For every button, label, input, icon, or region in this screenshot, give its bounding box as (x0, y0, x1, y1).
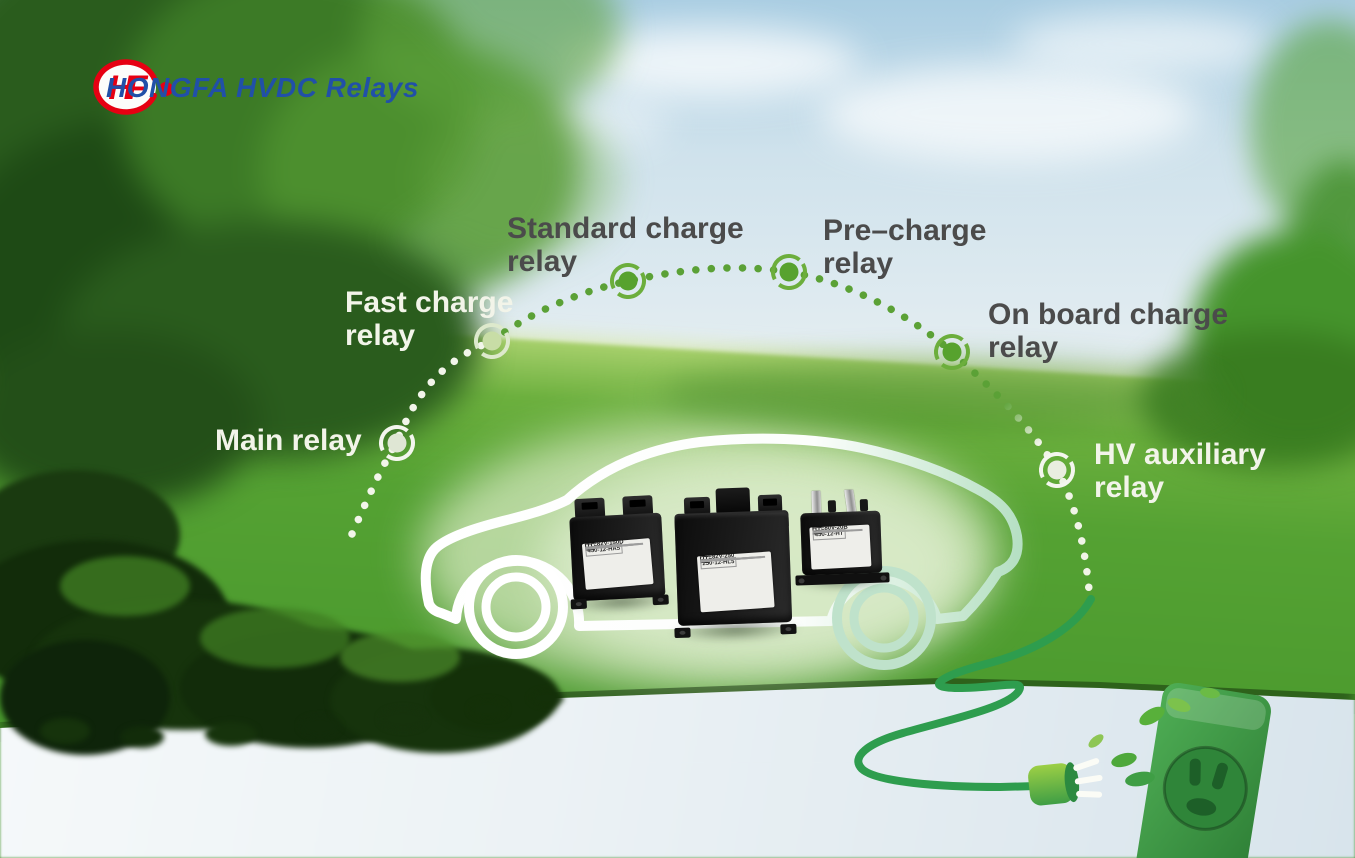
callout-text: Main relay (215, 424, 362, 457)
relay-rocker-tab (715, 487, 751, 515)
cloud (820, 66, 1200, 161)
moss-edge (0, 0, 620, 858)
logo-dot (159, 82, 173, 96)
relay-blade-terminal (844, 489, 857, 513)
callout-fast-charge: Fast charge relay (345, 286, 513, 352)
callout-text: HV auxiliary (1094, 438, 1266, 471)
cloud (1010, 14, 1270, 74)
callout-hv-auxiliary: HV auxiliary relay (1094, 438, 1266, 504)
callout-text: relay (1094, 471, 1165, 504)
callout-main-relay: Main relay (215, 424, 362, 457)
relay-blade-terminal (811, 490, 822, 514)
callout-standard-charge: Standard charge relay (507, 212, 744, 278)
relay-label: HFE82V-150D 450-12-HA5 (581, 538, 654, 590)
hf-logo-mark: HF (93, 59, 173, 115)
trees-right (1050, 0, 1355, 480)
callout-text: On board charge (988, 298, 1229, 331)
callout-text: relay (345, 319, 416, 352)
callout-text: relay (988, 331, 1059, 364)
callout-text: relay (507, 245, 578, 278)
distant-treeline (660, 360, 1220, 430)
relay-product-1: HFE82V-150D 450-12-HA5 (565, 495, 677, 616)
relay-label: HFE82V-250 250-12-HL5 (696, 551, 775, 613)
callout-text: Standard charge (507, 212, 744, 245)
brand-title: HONGFA HVDC Relays (106, 72, 419, 103)
relay-product-2: HFE82V-250 250-12-HL5 (668, 486, 803, 645)
relay-label: HFE80V-20B 450-12-HT (809, 524, 872, 570)
callout-pre-charge: Pre–charge relay (823, 214, 986, 280)
callout-text: relay (823, 247, 894, 280)
relay-post (859, 499, 869, 512)
relay-post (827, 500, 837, 513)
callout-text: Pre–charge (823, 214, 987, 247)
callout-text: Fast charge (345, 286, 514, 319)
callout-onboard-charge: On board charge relay (988, 298, 1228, 364)
relay-product-3: HFE80V-20B 450-12-HT (792, 489, 893, 592)
